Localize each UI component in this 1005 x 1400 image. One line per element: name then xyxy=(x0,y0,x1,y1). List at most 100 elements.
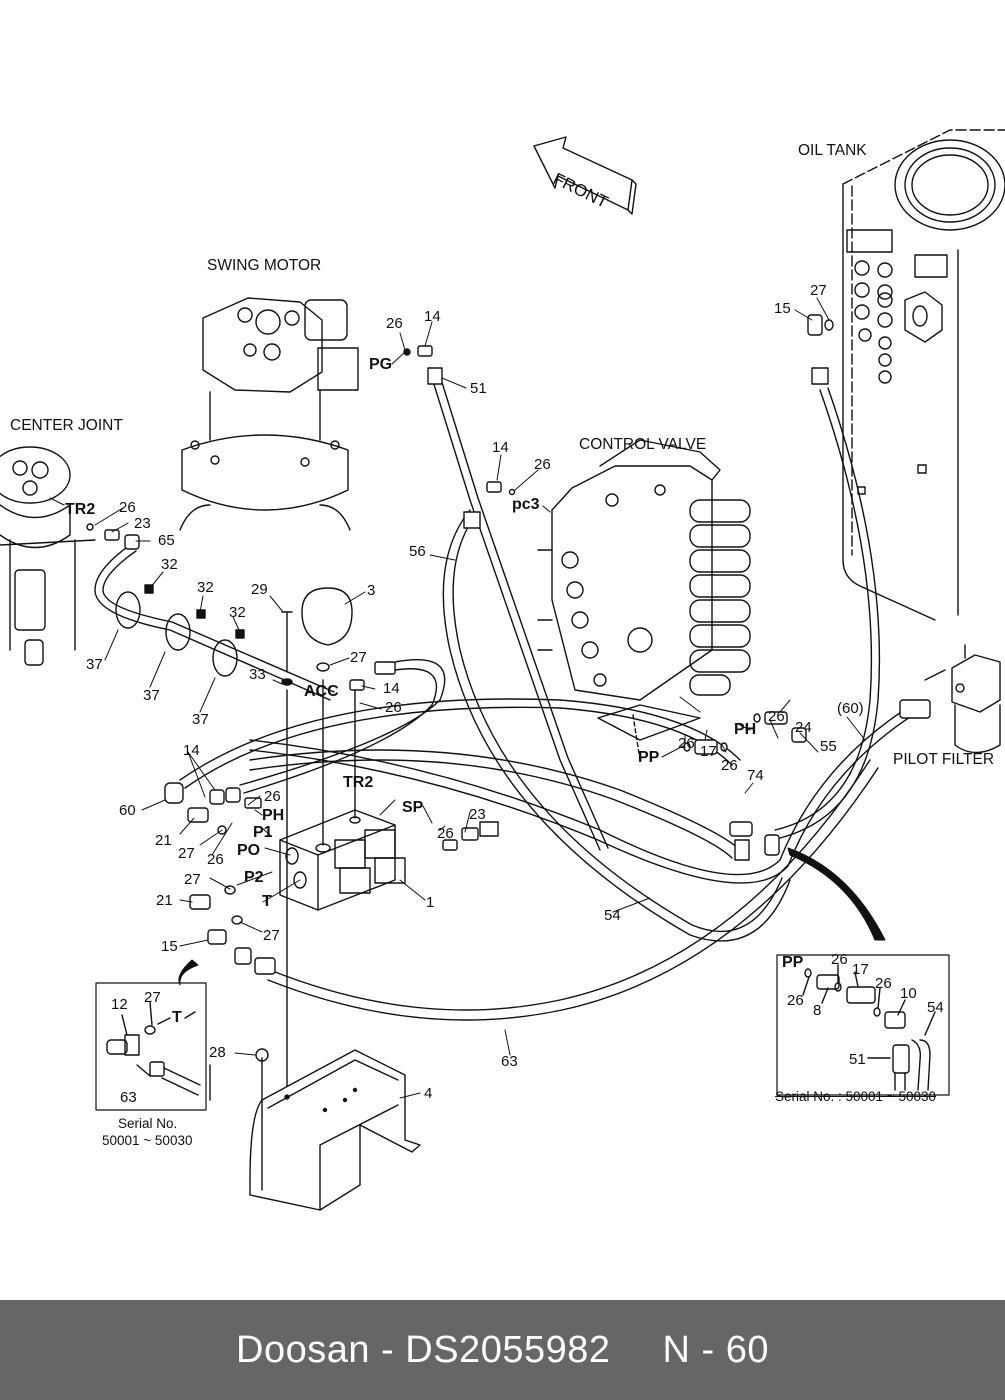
label-control-valve: CONTROL VALVE xyxy=(579,436,707,453)
callout-56: 56 xyxy=(409,543,426,560)
callout-55: 55 xyxy=(820,738,837,755)
callout-23: 23 xyxy=(469,806,486,823)
inset-left-box xyxy=(95,982,207,1111)
callout-26: 26 xyxy=(534,456,551,473)
swing-motor xyxy=(179,297,359,531)
front-arrow-icon xyxy=(533,136,637,215)
callout-23: 23 xyxy=(134,515,151,532)
callout-15: 15 xyxy=(161,938,178,955)
callout-32: 32 xyxy=(229,604,246,621)
port-pp: PP xyxy=(638,749,660,766)
port-sp: SP xyxy=(402,799,424,816)
footer-brand: Doosan xyxy=(236,1328,370,1371)
callout-26: 26 xyxy=(768,708,785,725)
footer-part-number: DS2055982 xyxy=(405,1328,611,1371)
callout-37: 37 xyxy=(86,656,103,673)
callout-14: 14 xyxy=(492,439,509,456)
footer-separator: - xyxy=(381,1328,395,1371)
inset-right-box xyxy=(776,954,950,1096)
inset-left-callout-27: 27 xyxy=(144,989,161,1006)
port-pc3: pc3 xyxy=(512,496,540,513)
callout-63: 63 xyxy=(501,1053,518,1070)
inset-right-serial: Serial No. : 50001 ~ 50030 xyxy=(775,1089,936,1104)
callout-27: 27 xyxy=(810,282,827,299)
callout-27: 27 xyxy=(178,845,195,862)
callout-3: 3 xyxy=(367,582,376,599)
callout-14: 14 xyxy=(424,308,441,325)
callout-1: 1 xyxy=(426,894,435,911)
label-pilot-filter: PILOT FILTER xyxy=(893,751,995,768)
inset-right-callout-10: 10 xyxy=(900,985,917,1002)
callout-24: 24 xyxy=(795,719,812,736)
callout-26: 26 xyxy=(119,499,136,516)
hydraulic-parts-diagram: SWING MOTOR CENTER JOINT CONTROL VALVE O… xyxy=(0,129,1005,1211)
callout-15: 15 xyxy=(774,300,791,317)
callout-32: 32 xyxy=(197,579,214,596)
label-oil-tank: OIL TANK xyxy=(798,142,867,159)
inset-left-serial-range: 50001 ~ 50030 xyxy=(102,1133,193,1148)
inset-right-callout-54: 54 xyxy=(927,999,944,1016)
callout-60: 60 xyxy=(119,802,136,819)
inset-left-serial-label: Serial No. xyxy=(118,1116,178,1131)
port-p2: P2 xyxy=(244,869,264,886)
valve-block xyxy=(279,679,406,1101)
center-joint xyxy=(0,446,96,666)
callout-26: 26 xyxy=(386,315,403,332)
leader-lines xyxy=(49,297,886,1099)
accumulator xyxy=(281,587,353,686)
label-swing-motor: SWING MOTOR xyxy=(207,257,322,274)
callout-14: 14 xyxy=(183,742,200,759)
port-pg: PG xyxy=(369,356,393,373)
inset-left-callout-63: 63 xyxy=(120,1089,137,1106)
inset-right-callout-26: 26 xyxy=(875,975,892,992)
callout-26: 26 xyxy=(264,788,281,805)
inset-left-callout-12: 12 xyxy=(111,996,128,1013)
port-t: T xyxy=(262,893,272,910)
callout-26: 26 xyxy=(207,851,224,868)
port-t-inset: T xyxy=(172,1009,182,1026)
callout-4: 4 xyxy=(424,1085,433,1102)
callout-21: 21 xyxy=(155,832,172,849)
port-po: PO xyxy=(237,842,261,859)
bracket xyxy=(249,1048,421,1211)
callout-74: 74 xyxy=(747,767,764,784)
callout-27: 27 xyxy=(184,871,201,888)
footer-page-number: N - 60 xyxy=(662,1328,769,1371)
callout-26: 26 xyxy=(721,757,738,774)
callout-17: 17 xyxy=(700,743,717,760)
port-p1: P1 xyxy=(253,824,273,841)
callout-26: 26 xyxy=(385,699,402,716)
callout-37: 37 xyxy=(143,687,160,704)
callout-54: 54 xyxy=(604,907,621,924)
diagram-linework xyxy=(0,129,1005,1211)
pilot-filter xyxy=(924,644,1001,754)
callout-32: 32 xyxy=(161,556,178,573)
port-ph-valve: PH xyxy=(734,721,757,738)
callout-60-ref: (60) xyxy=(837,700,864,717)
hoses xyxy=(94,375,925,1101)
inset-right-callout-51: 51 xyxy=(849,1051,866,1068)
clamps xyxy=(115,591,238,677)
callout-37: 37 xyxy=(192,711,209,728)
callout-29: 29 xyxy=(251,581,268,598)
callout-21: 21 xyxy=(156,892,173,909)
callout-26: 26 xyxy=(678,735,695,752)
port-tr2-block: TR2 xyxy=(343,774,374,791)
callout-28: 28 xyxy=(209,1044,226,1061)
footer-bar: Doosan - DS2055982 N - 60 xyxy=(0,1300,1005,1400)
callout-65: 65 xyxy=(158,532,175,549)
callout-14: 14 xyxy=(383,680,400,697)
fittings xyxy=(86,314,931,975)
inset-right-callout-26: 26 xyxy=(831,951,848,968)
oil-tank xyxy=(842,129,1005,621)
port-tr2-center: TR2 xyxy=(65,501,96,518)
callout-26: 26 xyxy=(437,825,454,842)
label-center-joint: CENTER JOINT xyxy=(10,417,123,434)
callout-27: 27 xyxy=(263,927,280,944)
inset-right-callout-8: 8 xyxy=(813,1002,822,1019)
port-ph-block: PH xyxy=(262,807,285,824)
callout-51: 51 xyxy=(470,380,487,397)
port-pp-inset: PP xyxy=(782,954,804,971)
control-valve xyxy=(537,439,751,761)
inset-right-callout-17: 17 xyxy=(852,961,869,978)
